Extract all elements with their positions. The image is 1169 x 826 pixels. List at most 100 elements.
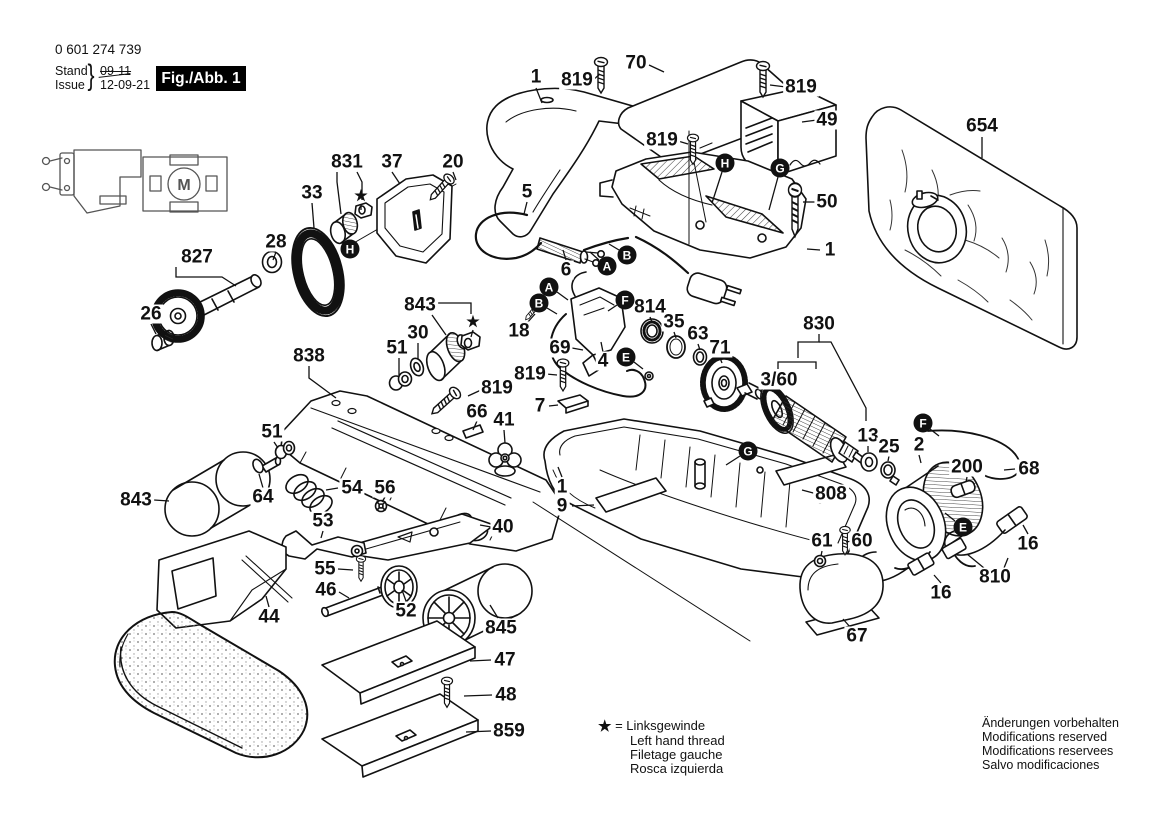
part-label-61: 61 [809, 530, 835, 552]
leader-line [311, 202, 315, 229]
part-label-819: 819 [644, 129, 680, 151]
ref-letter-G: G [770, 158, 790, 178]
driven-gear-71 [700, 354, 748, 412]
label-chip-66 [462, 424, 484, 439]
ring-35 [666, 335, 686, 359]
leader-line [452, 171, 457, 181]
part-label-1: 1 [822, 239, 838, 261]
leader-line [797, 334, 820, 358]
ref-letter-A: A [539, 277, 559, 297]
part-label-814: 814 [632, 296, 668, 318]
leader-line [272, 251, 277, 261]
part-label-1: 1 [528, 66, 544, 88]
leader-line [273, 441, 279, 449]
part-label-9: 9 [554, 495, 570, 517]
leader-line [548, 404, 559, 407]
leader-line [463, 694, 493, 697]
part-label-51: 51 [384, 337, 410, 359]
dust-bag [865, 106, 1078, 350]
part-label-40: 40 [490, 516, 516, 538]
leader-line [535, 87, 543, 104]
notice-line: Salvo modificaciones [982, 758, 1100, 772]
stand-label: Stand [55, 64, 88, 78]
leader-line [673, 331, 677, 339]
legend-equals: = [615, 718, 623, 733]
leader-line [308, 366, 337, 399]
leader-line [589, 251, 600, 261]
notice-line: Modifications reserved [982, 730, 1108, 744]
ref-letter-B: B [529, 293, 549, 313]
part-label-7: 7 [532, 395, 548, 417]
leader-line [401, 589, 407, 602]
left-hand-thread-legend: ★ = Linksgewinde Left hand thread Fileta… [598, 719, 725, 776]
legend-line: Rosca izquierda [630, 761, 724, 776]
part-label-71: 71 [707, 337, 733, 359]
part-label-63: 63 [685, 323, 711, 345]
part-label-30: 30 [405, 322, 431, 344]
star-washer [374, 499, 388, 513]
ref-letter-E: E [953, 517, 973, 537]
ref-letter-H: H [715, 153, 735, 173]
leader-line [711, 171, 723, 204]
part-label-25: 25 [876, 436, 902, 458]
part-label-830: 830 [801, 313, 837, 335]
part-label-47: 47 [492, 649, 518, 671]
part-label-810: 810 [977, 566, 1013, 588]
leader-line [571, 347, 584, 351]
leader-line [265, 595, 270, 608]
leader-line [175, 267, 237, 287]
part-label-845: 845 [483, 617, 519, 639]
part-label-69: 69 [547, 337, 573, 359]
left-hand-thread-star-icon: ★ [354, 187, 368, 205]
leader-line [337, 568, 354, 571]
part-label-827: 827 [179, 246, 215, 268]
part-label-56: 56 [372, 477, 398, 499]
leader-line [150, 323, 157, 335]
switch [549, 271, 654, 398]
nameplate-808 [775, 453, 847, 486]
part-label-16: 16 [1015, 533, 1041, 555]
leader-line [571, 504, 595, 507]
drive-belt [291, 226, 345, 318]
ref-letter-G: G [738, 441, 758, 461]
part-label-64: 64 [250, 486, 276, 508]
base-plate-859 [321, 693, 479, 778]
part-label-44: 44 [256, 606, 282, 628]
part-label-843: 843 [118, 489, 154, 511]
leader-line [648, 64, 665, 73]
spring-40 [451, 512, 489, 542]
vented-cover [740, 87, 837, 176]
part-label-1: 1 [554, 476, 570, 498]
leader-line [633, 361, 644, 370]
leader-line [557, 466, 563, 478]
handle-knob [799, 539, 884, 636]
part-label-53: 53 [310, 510, 336, 532]
leader-line [523, 201, 528, 215]
wiring-schematic: M [41, 149, 228, 214]
ref-letter-H: H [340, 239, 360, 259]
part-label-819: 819 [479, 377, 515, 399]
leader-line [806, 248, 821, 251]
part-label-70: 70 [623, 52, 649, 74]
part-label-51: 51 [259, 421, 285, 443]
part-label-37: 37 [379, 151, 405, 173]
leader-line [562, 249, 567, 261]
notice-line: Modifications reservees [982, 744, 1114, 758]
gear-shaft [151, 250, 283, 352]
part-label-50: 50 [814, 191, 840, 213]
part-label-33: 33 [299, 182, 325, 204]
leader-line [469, 659, 492, 662]
bearing-13 [860, 452, 878, 472]
part-label-26: 26 [138, 303, 164, 325]
bearing-814 [640, 318, 664, 344]
part-label-49: 49 [814, 109, 840, 131]
legend-line: Left hand thread [630, 733, 725, 748]
ref-letter-B: B [617, 245, 637, 265]
part-label-200: 200 [949, 456, 985, 478]
ref-letter-E: E [616, 347, 636, 367]
part-label-859: 859 [491, 720, 527, 742]
part-label-819: 819 [783, 76, 819, 98]
sanding-belt [113, 611, 309, 759]
leader-line [489, 604, 499, 619]
